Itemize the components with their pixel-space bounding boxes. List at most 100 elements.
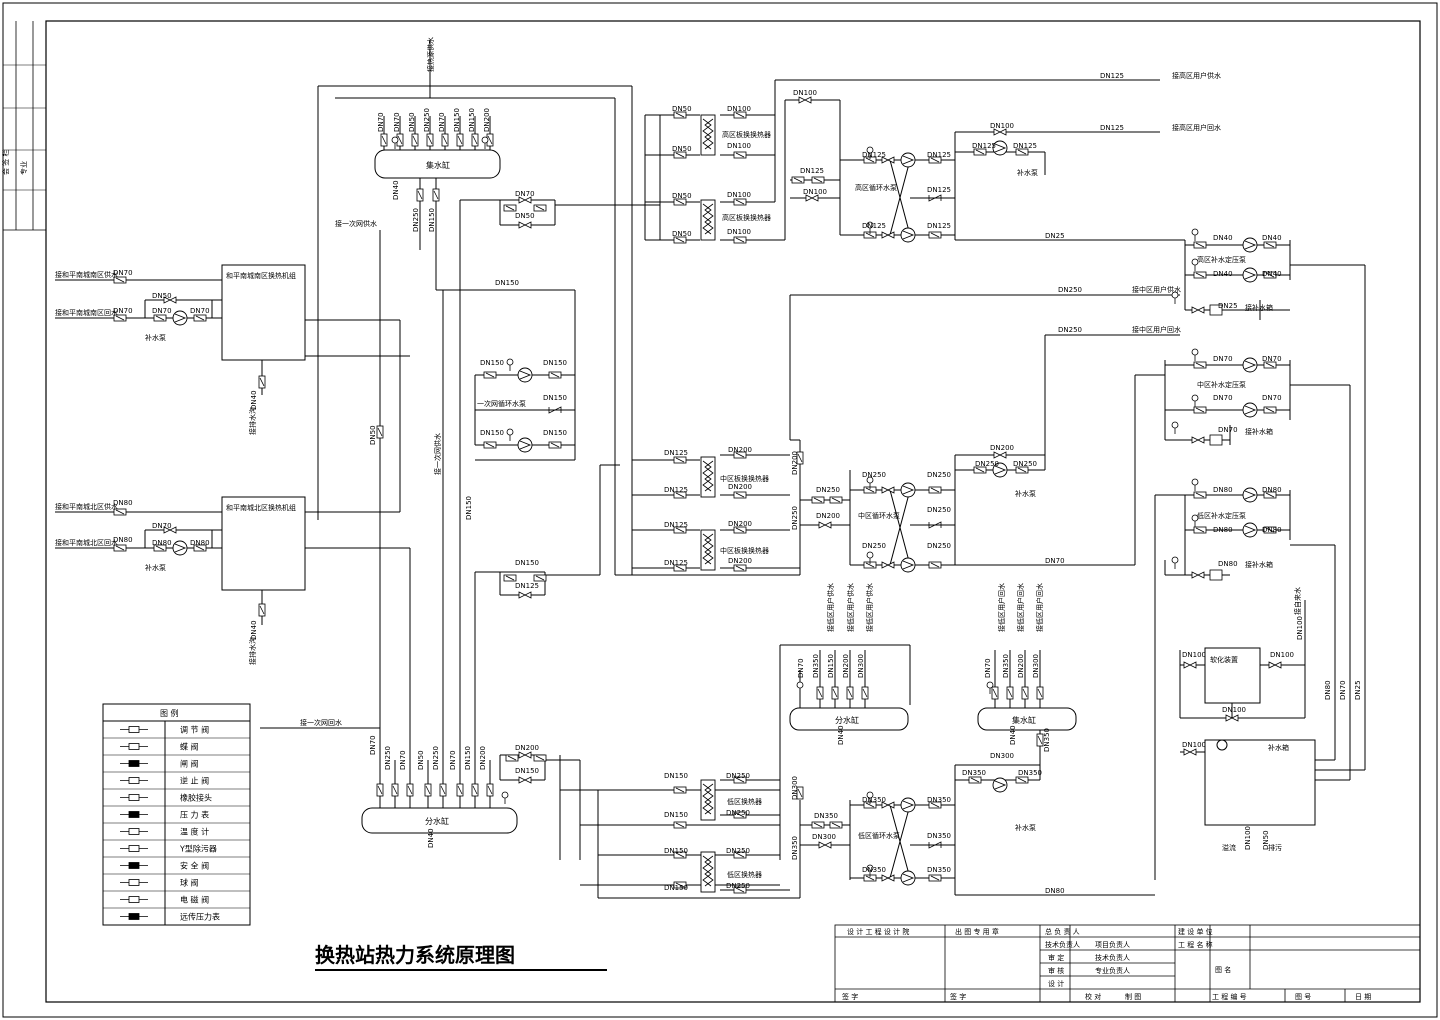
pump-high-label: 高区循环水泵 <box>855 183 897 192</box>
hex-low-a-label: 低区换热器 <box>727 797 762 806</box>
pipe-size: DN125 <box>664 559 688 567</box>
side-strip: 会 签 栏 专业 <box>1 21 46 231</box>
inlet-label: 接自来水 <box>1293 587 1302 615</box>
pipe-size: DN100 <box>1244 826 1252 850</box>
outlet-label: 接低区用户供水 <box>865 583 874 632</box>
pipe-size: DN80 <box>1218 560 1238 568</box>
legend-item-label: 球 阀 <box>180 878 199 888</box>
pipe-size: DN350 <box>927 866 951 874</box>
tb-text: 图 名 <box>1215 965 1231 974</box>
pipe-size: DN70 <box>1339 680 1347 700</box>
outlet-label: 接低区用户供水 <box>826 583 835 632</box>
outlet-label: 接高区用户回水 <box>1172 123 1221 132</box>
pipe-size: DN100 <box>793 89 817 97</box>
pipe-size: DN80 <box>113 499 133 507</box>
makeup-high-label: 高区补水定压泵 <box>1197 255 1246 264</box>
pipe-size: DN250 <box>816 486 840 494</box>
pipe-size: DN70 <box>113 269 133 277</box>
pipe-size: DN40 <box>1262 234 1282 242</box>
meter-label: 接补水箱 <box>1245 560 1273 569</box>
pipe-size: DN250 <box>927 506 951 514</box>
equipment: 集水缸 和平南城南区换热机组 和平南城北区换热机组 分水缸 分水缸 集水缸 软化… <box>145 114 1316 893</box>
outlet-label: 接低区用户回水 <box>1035 583 1044 632</box>
pressure-gauge-icon <box>120 811 148 818</box>
tank-label: 补水箱 <box>1268 743 1289 752</box>
pipe-size: DN100 <box>727 191 751 199</box>
makeup-low-label: 低区补水定压泵 <box>1197 511 1246 520</box>
rubber-joint-icon <box>120 794 148 801</box>
pipe-size: DN100 <box>1182 741 1206 749</box>
pipe-size: DN25 <box>1354 680 1362 700</box>
pipe-size: DN70 <box>1213 355 1233 363</box>
pipe-size: DN100 <box>1222 706 1246 714</box>
legend-item-label: 橡胶接头 <box>180 793 212 803</box>
regulating-valve-icon <box>120 726 148 733</box>
legend-item-label: Y型除污器 <box>179 844 217 854</box>
drain-label: 排污 <box>1268 843 1282 852</box>
safety-valve-icon <box>120 862 148 869</box>
pipe-size: DN150 <box>664 811 688 819</box>
tb-text: 制 图 <box>1125 992 1141 1001</box>
pump-old-label: 一次网循环水泵 <box>477 399 526 408</box>
pipe-size: DN70 <box>515 190 535 198</box>
makeup-pump-label: 补水泵 <box>1017 168 1038 177</box>
pipe-size: DN50 <box>1262 830 1270 850</box>
distributor-bottom-label: 分水缸 <box>425 816 449 826</box>
legend-item-label: 温 度 计 <box>180 827 209 837</box>
pipe-size: DN200 <box>728 446 752 454</box>
pipe-size: DN200 <box>515 744 539 752</box>
pipe-size: DN250 <box>862 471 886 479</box>
pipe-size: DN125 <box>664 521 688 529</box>
ball-valve-icon <box>120 879 148 886</box>
unit-a <box>221 264 306 361</box>
pipe-size: DN70 <box>113 307 133 315</box>
pipe-size: DN80 <box>113 536 133 544</box>
pipe-size: DN250 <box>975 460 999 468</box>
pipe-size: DN150 <box>480 359 504 367</box>
pipe-size: DN250 <box>791 506 799 530</box>
pipe-size: DN50 <box>369 425 377 445</box>
pipe-size: DN250 <box>1058 286 1082 294</box>
makeup-pump-label: 补水泵 <box>1015 489 1036 498</box>
pipe-size: DN70 <box>152 522 172 530</box>
pipe-size: DN40 <box>427 828 435 848</box>
legend-item-label: 安 全 阀 <box>180 861 209 871</box>
legend-header: 图 例 <box>160 708 179 718</box>
pipe-size: DN300 <box>857 654 865 678</box>
pipe-size: DN40 <box>392 180 400 200</box>
drain-label: 接排水沟 <box>248 407 257 435</box>
pipe-size: DN200 <box>791 451 799 475</box>
pipe-size: DN150 <box>515 559 539 567</box>
check-valve-icon <box>120 777 148 784</box>
y-strainer-icon <box>120 845 148 852</box>
thermometer-icon <box>120 828 148 835</box>
pipe-size: DN125 <box>862 151 886 159</box>
pipe-size: DN100 <box>1182 651 1206 659</box>
pipe-size: DN250 <box>1058 326 1082 334</box>
inlet-label: 接一次网供水 <box>433 433 442 475</box>
pipe-size: DN100 <box>1296 616 1304 640</box>
pipe-size: DN80 <box>1262 486 1282 494</box>
pipe-size: DN250 <box>1013 460 1037 468</box>
tb-text: 专业负责人 <box>1095 966 1130 975</box>
collector-top-label: 集水缸 <box>426 160 450 170</box>
pipe-size: DN350 <box>1002 654 1010 678</box>
unit-a-label: 和平南城南区换热机组 <box>226 271 296 280</box>
pipe-size: DN50 <box>417 750 425 770</box>
pipe-size: DN300 <box>990 752 1014 760</box>
pipe-size: DN125 <box>927 151 951 159</box>
makeup-tank <box>1204 739 1316 826</box>
makeup-pump-label: 补水泵 <box>1015 823 1036 832</box>
inlet-label: 接热源供水 <box>426 37 435 72</box>
pipe-size: DN80 <box>1213 486 1233 494</box>
pipe-size: DN70 <box>1262 394 1282 402</box>
pipe-size: DN200 <box>842 654 850 678</box>
tb-text: 工 程 编 号 <box>1212 992 1247 1001</box>
pipe-size: DN70 <box>438 112 446 132</box>
meter-label: 接补水箱 <box>1245 427 1273 436</box>
pipe-size: DN100 <box>727 228 751 236</box>
legend-item-label: 压 力 表 <box>180 810 209 820</box>
makeup-mid-label: 中区补水定压泵 <box>1197 380 1246 389</box>
tb-text: 日 期 <box>1355 993 1371 1001</box>
